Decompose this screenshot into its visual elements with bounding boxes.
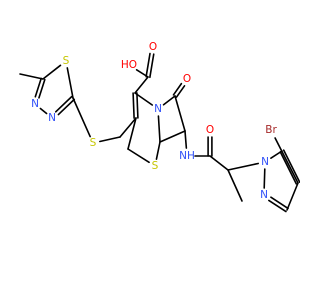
bond-layer <box>19 52 300 213</box>
bond-c_pz4-c_pz5-a <box>282 149 300 183</box>
atom-label-n_td_a: N <box>31 98 39 110</box>
bond-c_ch2-c3 <box>119 117 137 138</box>
bond-c_td_a-s_td <box>42 64 62 80</box>
bond-n5-c_lac <box>162 95 176 106</box>
bond-n_pz1-n_pz2 <box>263 168 266 189</box>
bond-c7-n_amide <box>184 130 188 149</box>
bond-s_td-c_td_b <box>66 67 74 99</box>
bond-n_td_b-n_td_a <box>39 107 48 115</box>
atom-label-s_link: S <box>90 137 97 149</box>
atom-label-n_pz2: N <box>260 189 268 201</box>
bond-c_lac-o_lac-b <box>172 82 183 96</box>
bond-c_cooh-o_dbl-b <box>145 52 151 78</box>
bond-c_cooh-o_dbl-a <box>149 53 155 79</box>
bond-n_pz2-c_pz3-a <box>268 199 287 213</box>
bond-c_td_b-s_link <box>72 97 91 138</box>
atom-label-o_dbl: O <box>149 41 157 53</box>
bond-c_lac-o_lac-a <box>175 85 186 98</box>
bond-c_td_b-n_td_b-b <box>57 98 76 116</box>
bond-c_td_b-n_td_b-a <box>54 95 73 113</box>
bond-c3-c4-b <box>132 92 135 119</box>
bond-n_td_a-c_td_a-b <box>34 77 42 98</box>
atom-label-s1: S <box>152 160 159 172</box>
bond-c4-n5 <box>134 92 154 106</box>
bond-c_pz4-br <box>274 137 299 184</box>
atom-label-o_amide: O <box>206 124 214 136</box>
bond-c_alpha-c_me2 <box>227 169 243 202</box>
bond-c_pz4-c_pz5-b <box>279 151 298 185</box>
atom-label-n_td_b: N <box>48 112 56 124</box>
bond-c2-c3 <box>127 117 137 150</box>
bond-s_link-c_ch2 <box>99 136 121 143</box>
atom-label-n_amide: NH <box>179 150 195 162</box>
bond-n_pz2-c_pz3-b <box>270 196 289 210</box>
atom-label-n_pz1: N <box>261 156 269 168</box>
bond-c_lac-c7 <box>174 95 186 132</box>
bond-c_amide-c_alpha <box>209 155 229 171</box>
bond-c7-c6 <box>159 130 186 143</box>
atom-label-o_lac: O <box>183 73 191 85</box>
bond-n_td_a-c_td_a-a <box>38 78 46 99</box>
bond-c_pz3-c_pz4 <box>286 182 299 211</box>
bond-c_pz5-n_pz1 <box>270 150 283 159</box>
atom-label-o_ho: HO <box>121 59 137 71</box>
atom-label-br: Br <box>265 124 277 136</box>
bond-c4-c_cooh <box>134 76 149 94</box>
bond-c_alpha-n_pz1 <box>227 162 259 171</box>
atom-label-s_td: S <box>63 55 70 67</box>
bond-c6-n5 <box>157 115 161 143</box>
bond-c_ch3-c_td_a <box>19 73 44 80</box>
bond-s1-c2 <box>127 148 150 164</box>
atom-label-n5: N <box>154 103 162 115</box>
bond-c3-c4-a <box>136 92 139 119</box>
bond-c6-s1 <box>155 141 161 160</box>
